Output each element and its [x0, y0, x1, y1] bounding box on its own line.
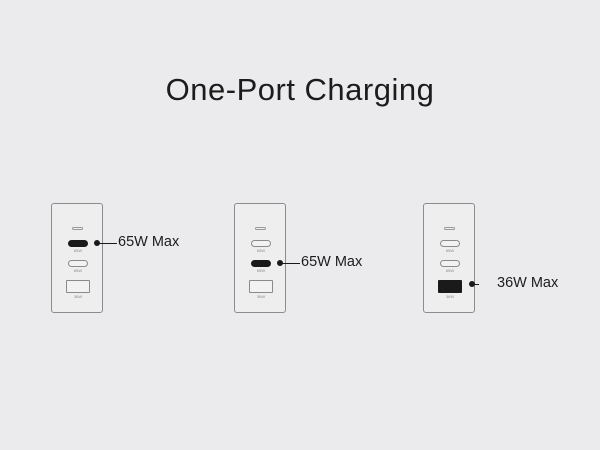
- led-indicator: [444, 227, 455, 230]
- led-indicator: [72, 227, 83, 230]
- callout-label: 36W Max: [497, 275, 559, 291]
- usb-c-port-2: [251, 260, 271, 267]
- usb-c-port-1: [251, 240, 271, 247]
- callout-line: [98, 242, 117, 244]
- usb-a-port: [438, 280, 462, 293]
- charger-3: 65W 65W 36W: [423, 203, 475, 313]
- charger-1: 65W 65W 36W: [51, 203, 103, 313]
- usb-c-port-2: [68, 260, 88, 267]
- usb-a-port-label: 36W: [445, 294, 455, 299]
- usb-c-port-2: [440, 260, 460, 267]
- charger-2: 65W 65W 36W: [234, 203, 286, 313]
- usb-c-port-1: [68, 240, 88, 247]
- usb-c-port-2-label: 65W: [73, 268, 83, 273]
- callout-dot: [277, 260, 283, 266]
- callout-line: [473, 283, 479, 285]
- usb-a-port: [66, 280, 90, 293]
- usb-c-port-1: [440, 240, 460, 247]
- usb-c-port-2-label: 65W: [256, 268, 266, 273]
- callout-line: [281, 262, 300, 264]
- callout-label: 65W Max: [118, 234, 180, 250]
- callout-dot: [469, 281, 475, 287]
- page-title: One-Port Charging: [165, 72, 435, 107]
- usb-a-port-label: 36W: [73, 294, 83, 299]
- led-indicator: [255, 227, 266, 230]
- usb-c-port-2-label: 65W: [445, 268, 455, 273]
- usb-c-port-1-label: 65W: [73, 248, 83, 253]
- usb-c-port-1-label: 65W: [256, 248, 266, 253]
- usb-a-port: [249, 280, 273, 293]
- callout-dot: [94, 240, 100, 246]
- usb-a-port-label: 36W: [256, 294, 266, 299]
- usb-c-port-1-label: 65W: [445, 248, 455, 253]
- callout-label: 65W Max: [301, 254, 363, 270]
